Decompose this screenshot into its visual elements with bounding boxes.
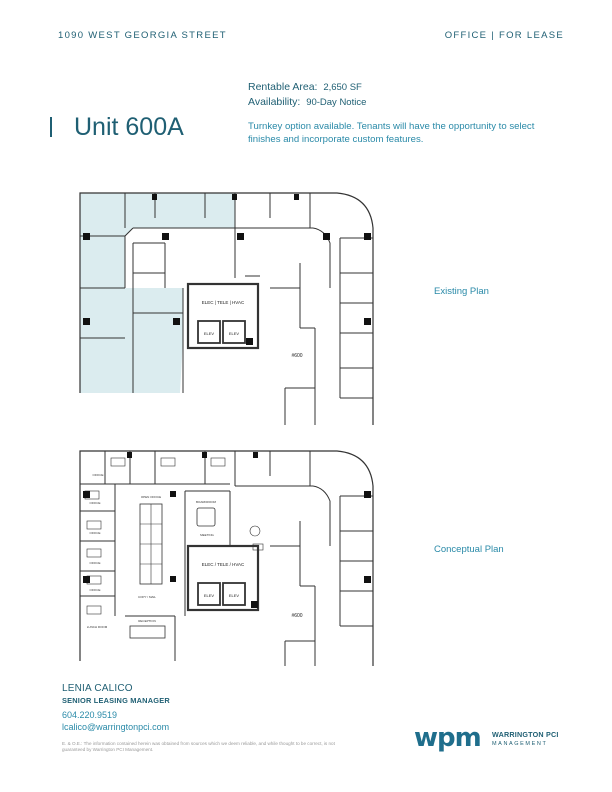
logo-company-sub: MANAGEMENT — [492, 741, 548, 747]
contact-phone[interactable]: 604.220.9519 — [62, 710, 118, 720]
conceptual-core-label: ELEC / TELE / HVAC — [202, 562, 245, 567]
unit-description: Turnkey option available. Tenants will h… — [248, 121, 535, 145]
conceptual-elev-1: ELEV — [204, 593, 215, 598]
contact-title: SENIOR LEASING MANAGER — [62, 696, 170, 705]
room-label: MEETING — [200, 533, 214, 537]
conceptual-floor-plan: ELEC / TELE / HVAC ELEV ELEV #600 OFFICE… — [79, 450, 374, 666]
rentable-area-row: Rentable Area: 2,650 SF — [248, 81, 362, 93]
room-label: OFFICE — [90, 531, 101, 535]
room-label: OFFICE — [90, 561, 101, 565]
logo-mark-text: wpm — [414, 723, 481, 753]
contact-email[interactable]: lcalico@warringtonpci.com — [62, 722, 170, 732]
conceptual-suite-number: #600 — [291, 613, 302, 619]
highlight-area — [80, 193, 235, 393]
room-label: BOARDROOM — [196, 500, 217, 504]
room-label: LUNCH ROOM — [87, 625, 108, 629]
room-label: COPY / MAIL — [138, 595, 156, 599]
listing-category: OFFICE | FOR LEASE — [444, 30, 564, 41]
page-title: Unit 600A — [74, 113, 184, 141]
room-label: RECEPTION — [138, 619, 156, 623]
conceptual-plan-label: Conceptual Plan — [434, 544, 504, 555]
rentable-area-label: Rentable Area: — [248, 81, 318, 93]
availability-label: Availability: — [248, 96, 301, 108]
logo-company-name: WARRINGTON PCI — [492, 730, 559, 739]
existing-suite-number: #600 — [291, 353, 302, 359]
availability-row: Availability: 90-Day Notice — [248, 96, 366, 108]
availability-value: 90-Day Notice — [306, 97, 367, 108]
conceptual-elev-2: ELEV — [229, 593, 240, 598]
room-label: OFFICE — [93, 473, 104, 477]
disclaimer: E. & O.E.: The information contained her… — [62, 741, 335, 752]
wpm-logo-icon: wpm — [414, 723, 482, 753]
property-address: 1090 WEST GEORGIA STREET — [58, 30, 227, 41]
existing-elev-1: ELEV — [204, 331, 215, 336]
existing-elev-2: ELEV — [229, 331, 240, 336]
contact-name: LENIA CALICO — [62, 683, 133, 694]
room-label: OFFICE — [90, 501, 101, 505]
existing-plan-label: Existing Plan — [434, 286, 489, 297]
title-accent-bar — [50, 117, 52, 137]
rentable-area-value: 2,650 SF — [323, 82, 362, 93]
room-label: OPEN OFFICE — [141, 495, 161, 499]
room-label: OFFICE — [90, 588, 101, 592]
existing-floor-plan: ELEC | TELE | HVAC ELEV ELEV #600 — [79, 192, 374, 425]
existing-core-label: ELEC | TELE | HVAC — [202, 300, 245, 305]
